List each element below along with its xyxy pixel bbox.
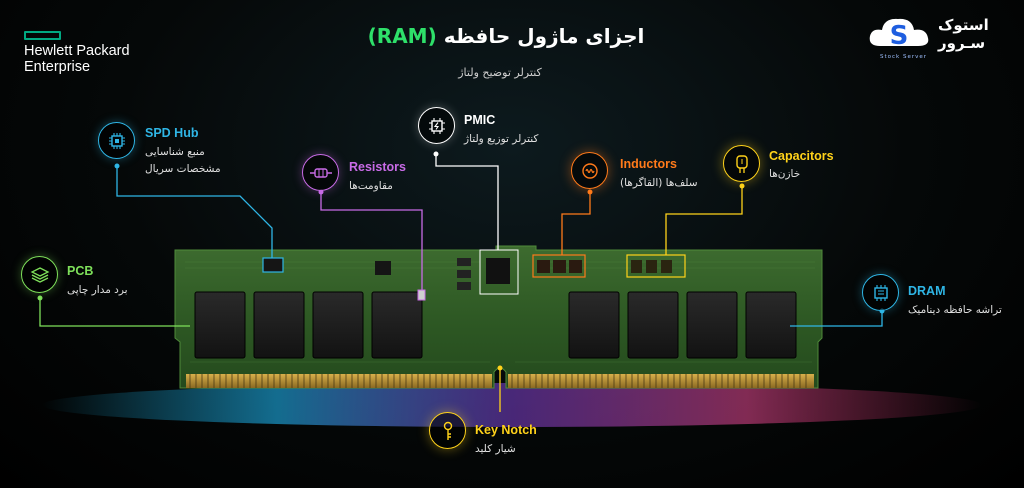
resistors-label: Resistors [349, 160, 406, 174]
small-components [262, 249, 686, 301]
logo-line-1: استوک [938, 16, 989, 34]
key-notch-desc: شیار کلید [475, 443, 516, 455]
pmic-chip [486, 258, 510, 284]
pmic-desc: کنترلر توزیع ولتاژ [464, 133, 539, 145]
coil-icon [581, 162, 598, 179]
logo-small-text: Stock Server [880, 54, 928, 60]
floor-glow [42, 383, 982, 427]
capacitors-desc: خازن‌ها [769, 168, 801, 180]
hpe-logo: Hewlett Packard Enterprise [24, 31, 130, 75]
page-subtitle: کنترلر توضیح ولتاژ [458, 66, 542, 79]
brand-line-2: Enterprise [24, 59, 91, 75]
inductors-highlight [532, 254, 586, 278]
spd-hub-desc-2: مشخصات سریال [145, 163, 221, 175]
pmic-highlight [479, 249, 519, 295]
inductors-desc: سلف‌ها (القاگرها) [620, 177, 698, 189]
dram-chip [253, 291, 305, 359]
capacitors-label: Capacitors [769, 149, 834, 163]
brand-line-1: Hewlett Packard [24, 43, 130, 59]
spd-hub-chip [262, 257, 284, 273]
dram-chips [194, 291, 797, 359]
spd-hub-label: SPD Hub [145, 126, 199, 140]
pmic-label: PMIC [464, 113, 496, 127]
dram-desc: تراشه حافظه دینامیک [908, 304, 1002, 316]
power-chip-icon [428, 117, 445, 134]
key-icon [443, 421, 452, 440]
capacitors-highlight [626, 254, 686, 278]
dram-chip [686, 291, 738, 359]
key-notch-label: Key Notch [475, 423, 537, 437]
dram-label: DRAM [908, 284, 946, 298]
layers-icon [30, 266, 49, 283]
key-notch-icon-box [429, 412, 466, 449]
chip-icon [108, 132, 125, 149]
stock-server-logo: S استوک سـرور Stock Server [866, 12, 1014, 62]
callout-lines [37, 151, 885, 412]
dram-chip [568, 291, 620, 359]
dram-icon-box [862, 274, 899, 311]
spd-hub-desc-1: منبع شناسایی [145, 146, 205, 158]
title-accent: (RAM) [367, 24, 437, 48]
pcb-desc: برد مدار چاپی [67, 284, 128, 296]
pmic-icon-box [418, 107, 455, 144]
logo-line-2: سـرور [938, 34, 986, 52]
title-text: اجزای ماژول حافظه [443, 24, 645, 48]
dram-chip [371, 291, 423, 359]
pcb-label: PCB [67, 264, 94, 278]
spd-hub-icon-box [98, 122, 135, 159]
resistors-icon-box [302, 154, 339, 191]
resistor-icon [309, 167, 332, 178]
regulator-chip [375, 261, 391, 275]
capacitor-icon [735, 154, 748, 173]
resistors-desc: مقاومت‌ها [349, 180, 393, 192]
pcb-icon-box [21, 256, 58, 293]
capacitors-icon-box [723, 145, 760, 182]
dram-chip [312, 291, 364, 359]
logo-letter: S [890, 21, 909, 51]
hpe-rectangle-icon [24, 31, 61, 40]
inductors-icon-box [571, 152, 608, 189]
resistor-part [417, 289, 426, 301]
memory-chip-icon [873, 284, 888, 301]
dram-chip [194, 291, 246, 359]
inductors-label: Inductors [620, 157, 677, 171]
dram-chip [627, 291, 679, 359]
dram-chip [745, 291, 797, 359]
page-title: (RAM) اجزای ماژول حافظه [352, 24, 652, 48]
cloud-s-icon: S [869, 18, 929, 51]
